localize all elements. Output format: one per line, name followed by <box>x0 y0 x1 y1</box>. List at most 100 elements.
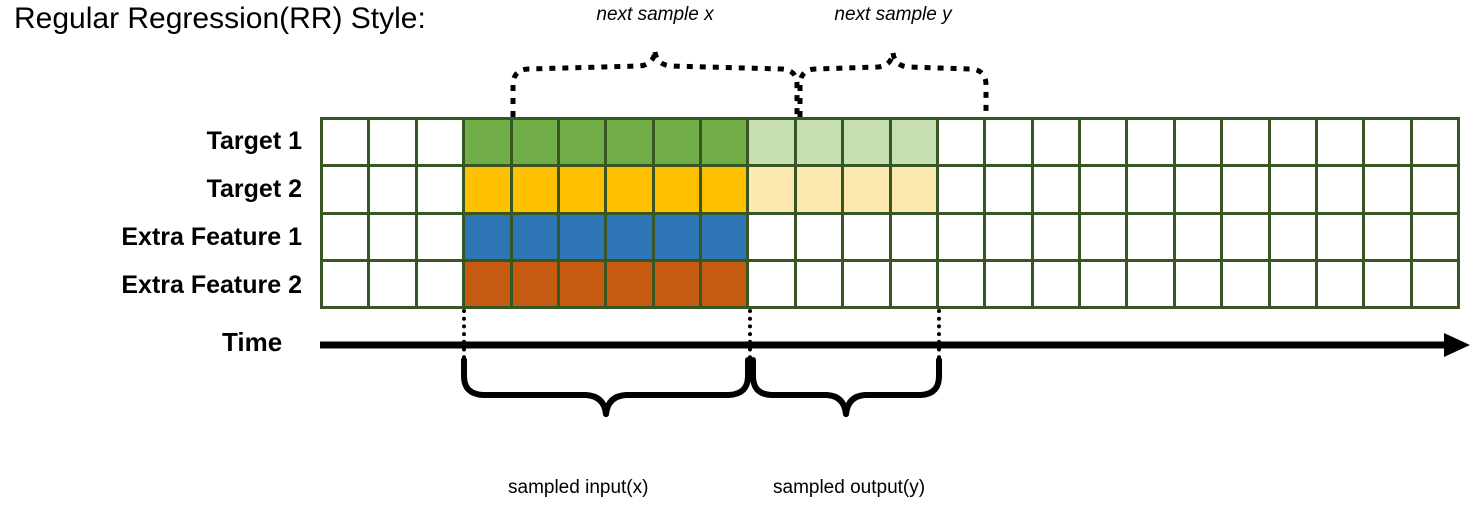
grid-cell-extra-feature-2-18-blank <box>1175 261 1221 306</box>
grid-cell-extra-feature-2-12-blank <box>891 261 936 306</box>
grid-cell-target-2-8-input <box>702 167 747 212</box>
grid-cell-extra-feature-1-23-blank <box>1412 214 1457 259</box>
grid-cell-target-1-6-input <box>607 120 652 165</box>
sampled-input-caption: sampled input(x) lookback=6 input_featur… <box>508 424 688 516</box>
grid-cell-extra-feature-2-6-input <box>607 261 652 306</box>
grid-cell-target-1-21-blank <box>1317 120 1363 165</box>
grid-cell-extra-feature-2-20-blank <box>1270 261 1315 306</box>
grid-cell-extra-feature-2-4-input <box>512 261 557 306</box>
grid-cell-target-2-6-input <box>607 167 652 212</box>
grid-cell-target-1-22-blank <box>1365 120 1410 165</box>
grid-row-extra-feature-2 <box>323 261 1457 306</box>
grid-cell-target-1-3-input <box>465 120 510 165</box>
grid-cell-target-1-7-input <box>654 120 699 165</box>
sampled-output-caption: sampled output(y) horizon=4 output_featu… <box>773 424 965 516</box>
grid-cell-target-1-0-blank <box>323 120 368 165</box>
next-sample-y-label: next sample y <box>834 4 952 25</box>
grid-cell-target-1-19-blank <box>1223 120 1268 165</box>
grid-cell-extra-feature-1-14-blank <box>986 214 1031 259</box>
grid-cell-target-2-7-input <box>654 167 699 212</box>
next-sample-y-brace-left <box>797 52 896 117</box>
row-label-target-1: Target 1 <box>206 126 302 155</box>
grid-cell-target-2-1-blank <box>370 167 415 212</box>
sampled-output-brace-left <box>750 357 849 417</box>
grid-cell-target-2-22-blank <box>1365 167 1410 212</box>
grid-cell-extra-feature-2-8-input <box>702 261 747 306</box>
grid-cell-extra-feature-2-3-input <box>465 261 510 306</box>
grid-cell-extra-feature-2-0-blank <box>323 261 368 306</box>
grid-cell-extra-feature-1-3-input <box>465 214 510 259</box>
grid-cell-extra-feature-2-21-blank <box>1317 261 1363 306</box>
grid-cell-target-2-11-output <box>844 167 889 212</box>
grid-cell-extra-feature-1-11-blank <box>844 214 889 259</box>
grid-cell-target-2-2-blank <box>417 167 463 212</box>
grid-cell-extra-feature-1-12-blank <box>891 214 936 259</box>
grid-cell-extra-feature-1-4-input <box>512 214 557 259</box>
grid-cell-extra-feature-1-13-blank <box>938 214 984 259</box>
grid-cell-target-2-4-input <box>512 167 557 212</box>
row-label-extra-feature-2: Extra Feature 2 <box>121 270 302 299</box>
grid-cell-target-2-23-blank <box>1412 167 1457 212</box>
grid-cell-extra-feature-1-20-blank <box>1270 214 1315 259</box>
grid-cell-extra-feature-1-22-blank <box>1365 214 1410 259</box>
grid-cell-target-1-18-blank <box>1175 120 1221 165</box>
grid-cell-target-2-15-blank <box>1033 167 1078 212</box>
grid-cell-extra-feature-2-1-blank <box>370 261 415 306</box>
timeline-grid <box>320 117 1460 309</box>
grid-cell-target-1-16-blank <box>1081 120 1126 165</box>
top-dotted-braces <box>510 51 989 117</box>
grid-cell-target-2-18-blank <box>1175 167 1221 212</box>
grid-cell-target-1-20-blank <box>1270 120 1315 165</box>
grid-cell-extra-feature-2-17-blank <box>1128 261 1173 306</box>
grid-row-extra-feature-1 <box>323 214 1457 259</box>
grid-cell-extra-feature-2-5-input <box>559 261 605 306</box>
grid-cell-target-1-17-blank <box>1128 120 1173 165</box>
page-title: Regular Regression(RR) Style: <box>14 2 426 35</box>
grid-cell-extra-feature-2-22-blank <box>1365 261 1410 306</box>
grid-cell-extra-feature-1-0-blank <box>323 214 368 259</box>
next-sample-y-brace-right <box>890 52 989 117</box>
time-axis-label: Time <box>222 327 283 357</box>
grid-cell-target-1-8-input <box>702 120 747 165</box>
guide-output-end <box>937 309 941 367</box>
grid-row-target-1 <box>323 120 1457 165</box>
grid-cell-extra-feature-1-5-input <box>559 214 605 259</box>
grid-cell-extra-feature-1-1-blank <box>370 214 415 259</box>
grid-cell-target-2-19-blank <box>1223 167 1268 212</box>
grid-cell-target-2-16-blank <box>1081 167 1126 212</box>
guide-input-end <box>748 309 752 367</box>
grid-cell-extra-feature-2-7-input <box>654 261 699 306</box>
grid-cell-target-1-10-output <box>796 120 842 165</box>
grid-cell-target-1-23-blank <box>1412 120 1457 165</box>
grid-cell-extra-feature-1-19-blank <box>1223 214 1268 259</box>
guide-input-start <box>462 309 466 367</box>
sampled-output-title: sampled output(y) <box>773 476 926 498</box>
time-axis-arrow <box>320 333 1470 357</box>
next-sample-x-brace-left <box>510 51 658 117</box>
grid-cell-target-1-1-blank <box>370 120 415 165</box>
grid-cell-extra-feature-2-16-blank <box>1081 261 1126 306</box>
grid-cell-target-2-3-input <box>465 167 510 212</box>
grid-cell-target-2-17-blank <box>1128 167 1173 212</box>
grid-cell-extra-feature-2-13-blank <box>938 261 984 306</box>
grid-cell-extra-feature-2-23-blank <box>1412 261 1457 306</box>
next-sample-x-brace-right <box>652 51 800 117</box>
grid-cell-target-1-11-output <box>844 120 889 165</box>
grid-cell-extra-feature-2-9-blank <box>749 261 794 306</box>
sampled-input-brace-right <box>603 357 751 417</box>
grid-cell-target-1-5-input <box>559 120 605 165</box>
grid-cell-extra-feature-1-6-input <box>607 214 652 259</box>
grid-cell-extra-feature-2-2-blank <box>417 261 463 306</box>
grid-cell-extra-feature-1-8-input <box>702 214 747 259</box>
grid-cell-extra-feature-1-15-blank <box>1033 214 1078 259</box>
grid-cell-extra-feature-1-10-blank <box>796 214 842 259</box>
grid-cell-target-1-12-output <box>891 120 936 165</box>
grid-cell-target-2-9-output <box>749 167 794 212</box>
grid-cell-extra-feature-2-15-blank <box>1033 261 1078 306</box>
sampled-input-title: sampled input(x) <box>508 476 649 498</box>
grid-cell-target-1-13-blank <box>938 120 984 165</box>
grid-cell-extra-feature-1-21-blank <box>1317 214 1363 259</box>
row-label-extra-feature-1: Extra Feature 1 <box>121 222 302 251</box>
grid-cell-extra-feature-2-10-blank <box>796 261 842 306</box>
